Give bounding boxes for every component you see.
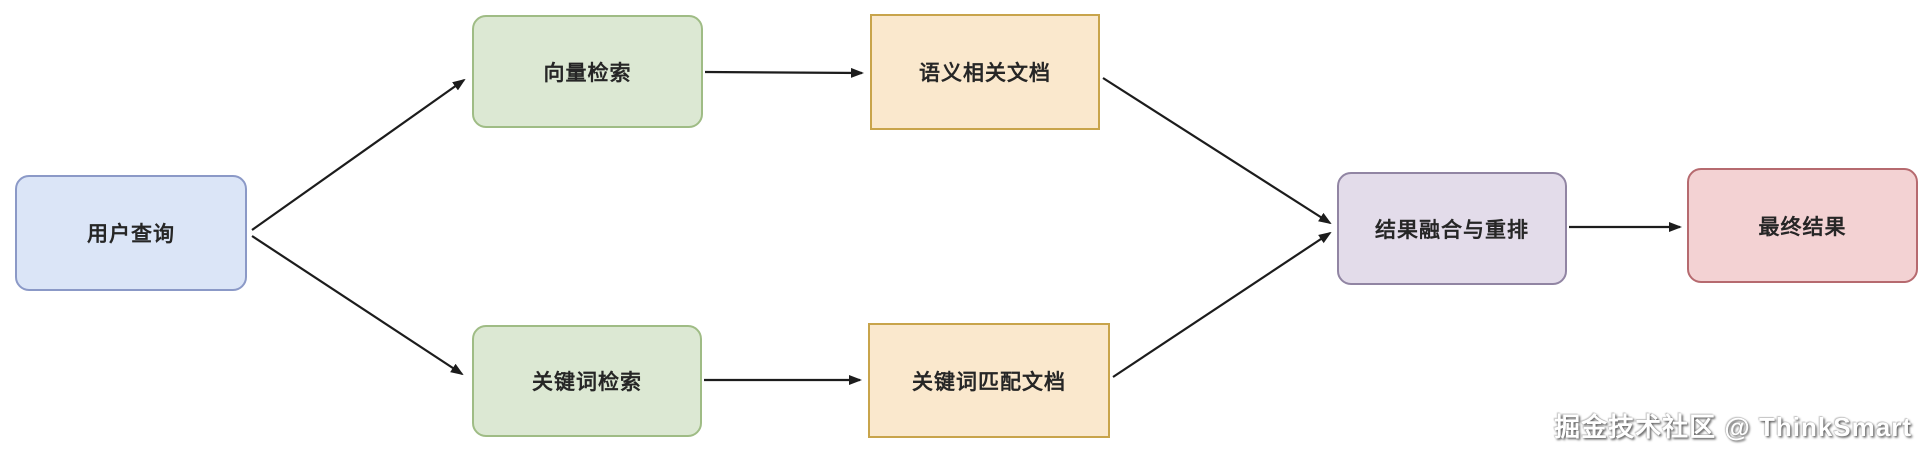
node-fusion-rerank: 结果融合与重排 <box>1337 172 1567 285</box>
edge-user-to-keyword <box>251 235 464 376</box>
node-semantic-docs: 语义相关文档 <box>870 14 1100 130</box>
node-semantic-docs-label: 语义相关文档 <box>919 62 1051 85</box>
edge-user-to-vector <box>251 78 466 231</box>
node-final-result-label: 最终结果 <box>1758 215 1847 239</box>
edge-vector-to-semdoc <box>704 67 864 78</box>
node-keyword-retrieval: 关键词检索 <box>472 325 702 437</box>
node-user-query: 用户查询 <box>15 175 247 291</box>
node-final-result: 最终结果 <box>1687 168 1918 283</box>
node-fusion-rerank-label: 结果融合与重排 <box>1375 218 1529 242</box>
edge-kwdoc-to-fusion <box>1112 231 1332 378</box>
node-keyword-docs-label: 关键词匹配文档 <box>912 370 1066 394</box>
node-vector-retrieval-label: 向量检索 <box>543 61 632 85</box>
edge-semdoc-to-fusion <box>1102 77 1332 225</box>
node-keyword-docs: 关键词匹配文档 <box>868 323 1110 438</box>
watermark: 掘金技术社区 @ ThinkSmart <box>1554 412 1912 442</box>
node-keyword-retrieval-label: 关键词检索 <box>532 371 642 394</box>
node-user-query-label: 用户查询 <box>87 223 175 246</box>
node-vector-retrieval: 向量检索 <box>472 15 703 128</box>
